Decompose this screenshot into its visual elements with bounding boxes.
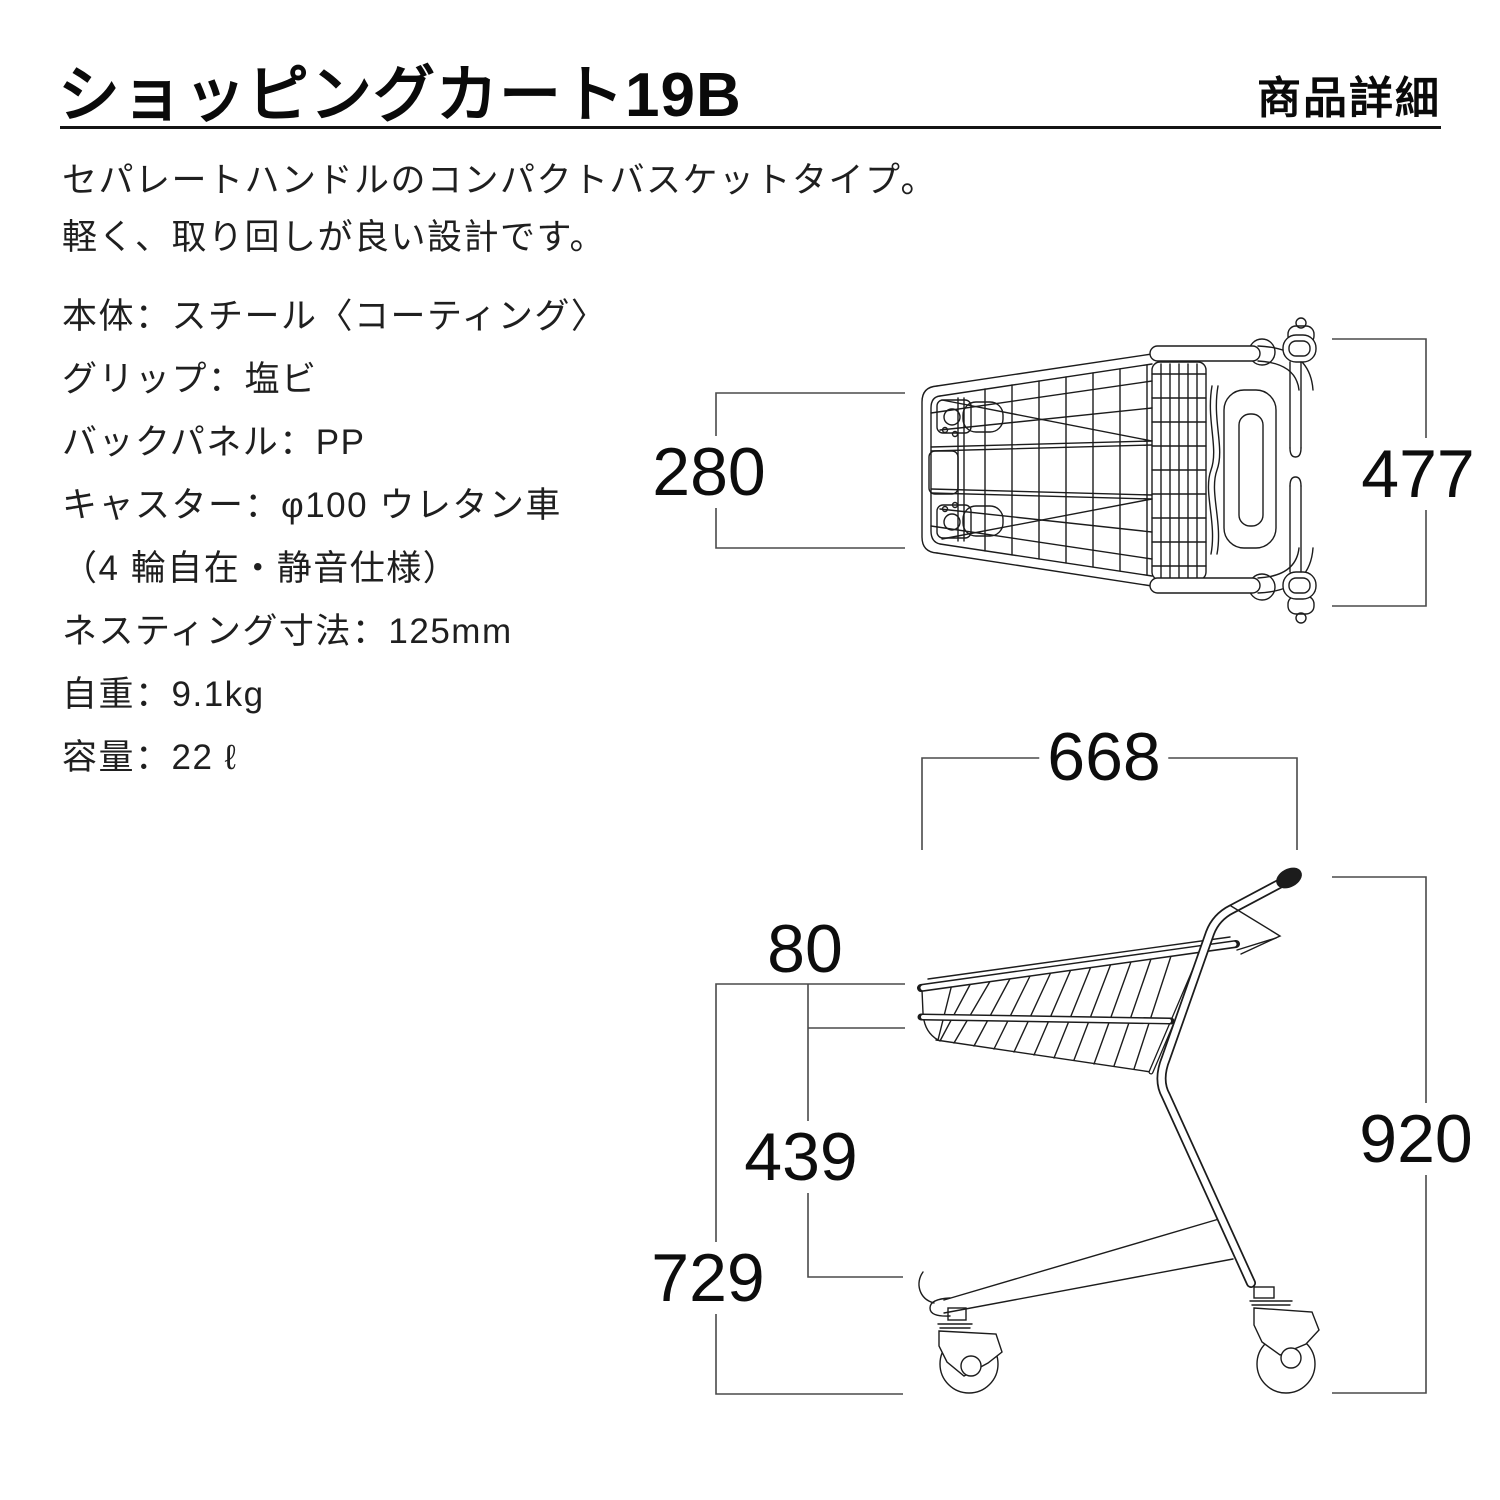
- lower-chassis: [918, 1218, 1234, 1317]
- spec-item: 自重：9.1kg: [62, 675, 265, 714]
- page-title: ショッピングカート19B: [58, 61, 742, 130]
- back-panel-frame: [1223, 389, 1277, 549]
- top-view-drawing: [921, 317, 1317, 624]
- dimension-label-basket-front-depth: 80: [763, 915, 847, 983]
- spec-item: 本体：スチール〈コーティング〉: [62, 297, 608, 336]
- dimension-label-overall-width: 477: [1353, 438, 1483, 510]
- dimension-label-rim-height: 729: [643, 1242, 773, 1314]
- front-caster-side-view: [937, 1307, 1003, 1394]
- dimension-label-overall-height: 920: [1351, 1103, 1481, 1175]
- description-line: 軽く、取り回しが良い設計です。: [62, 218, 607, 257]
- spec-item: グリップ：塩ビ: [62, 360, 318, 399]
- handle-lower-bracket: [1230, 905, 1282, 955]
- dimension-label-front-width: 280: [644, 436, 774, 508]
- handle-and-frame-tube: [1156, 867, 1302, 1288]
- separate-handles-top-view: [1282, 334, 1317, 600]
- basket-side: [917, 936, 1240, 1075]
- spec-item: ネスティング寸法：125mm: [62, 612, 513, 651]
- description-line: セパレートハンドルのコンパクトバスケットタイプ。: [62, 161, 937, 200]
- handle-grip-tip: [1276, 867, 1302, 889]
- back-panel-edge: [1207, 385, 1221, 555]
- rear-frame-tubes: [1149, 345, 1314, 594]
- rear-caster-side-view: [1249, 1286, 1320, 1394]
- back-panel-grid: [1151, 361, 1207, 581]
- spec-item: （4 輪自在・静音仕様）: [62, 549, 460, 588]
- header-divider: [60, 126, 1441, 129]
- side-view-drawing: [917, 867, 1320, 1394]
- spec-item: バックパネル：PP: [62, 423, 366, 462]
- corner-label: 商品詳細: [1257, 74, 1441, 123]
- product-description: セパレートハンドルのコンパクトバスケットタイプ。 軽く、取り回しが良い設計です。: [62, 152, 937, 266]
- dimension-label-basket-bottom-height: 439: [736, 1121, 866, 1193]
- spec-item: キャスター：φ100 ウレタン車: [62, 486, 562, 525]
- front-casters-top-view: [936, 399, 1004, 539]
- basket-mesh: [928, 364, 1153, 576]
- dimension-label-overall-length: 668: [1039, 721, 1169, 793]
- basket-outline: [921, 353, 1153, 587]
- spec-item: 容量：22 ℓ: [62, 738, 238, 777]
